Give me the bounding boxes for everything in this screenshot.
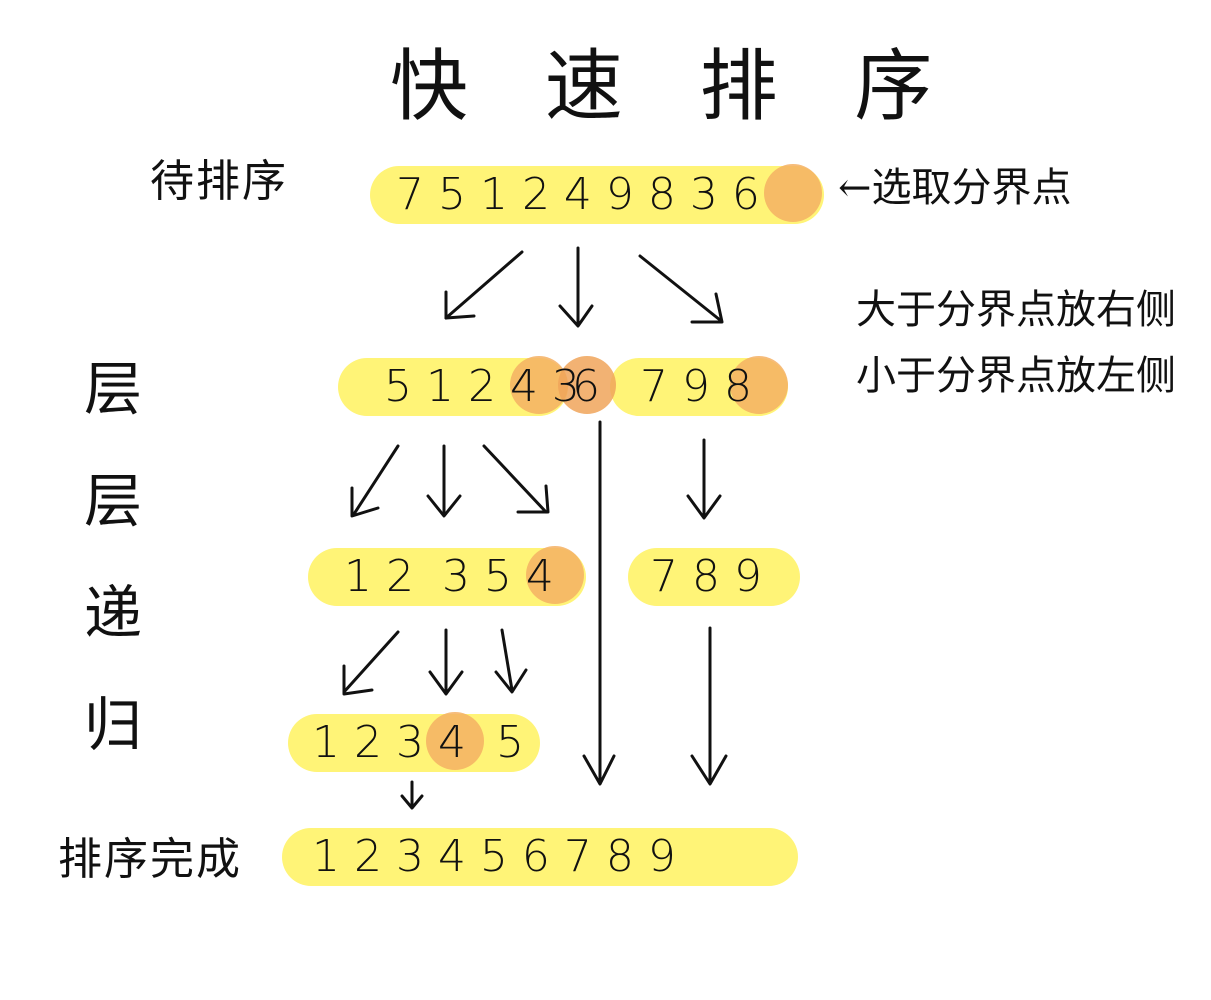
arrow-small-down xyxy=(400,780,424,810)
arrow-down-right-3 xyxy=(494,628,528,694)
arrow-long-6 xyxy=(582,420,616,786)
row-level3: 1 2 3 4 5 xyxy=(288,712,540,772)
arrow-down-2 xyxy=(426,444,462,518)
digits-789-level2: 7 8 9 xyxy=(650,551,762,602)
label-done: 排序完成 xyxy=(58,834,242,885)
vertical-char-4: 归 xyxy=(84,691,143,759)
digits-12354: 1 2 3 5 4 xyxy=(344,551,554,602)
note-choose-pivot: ←选取分界点 xyxy=(838,165,1072,211)
arrow-down xyxy=(558,246,594,328)
highlight-sorted xyxy=(282,828,798,886)
pivot-marker-8 xyxy=(730,356,788,414)
pivot-marker-4b xyxy=(426,712,484,770)
digits-pivot-6: 6 xyxy=(572,361,600,412)
note-rule-left: 小于分界点放左侧 xyxy=(856,353,1176,399)
arrow-down-left xyxy=(444,250,524,320)
digits-5: 5 xyxy=(496,717,524,768)
vertical-char-2: 层 xyxy=(84,467,143,535)
highlight-789-level2 xyxy=(628,548,800,606)
digits-4: 4 xyxy=(438,717,466,768)
digits-left-part: 5 1 2 4 3 xyxy=(384,361,580,412)
arrow-down-3 xyxy=(428,628,464,696)
diagram-title: 快 速 排 序 xyxy=(390,42,959,132)
vertical-char-3: 递 xyxy=(84,579,143,647)
note-rule-right: 大于分界点放右侧 xyxy=(856,287,1176,333)
row-level1: 5 1 2 4 3 6 7 9 8 xyxy=(338,356,788,416)
arrow-long-789 xyxy=(690,626,728,786)
pivot-marker-6b xyxy=(558,356,616,414)
arrow-down-right xyxy=(638,254,724,324)
highlight-unsorted xyxy=(370,166,824,224)
arrow-down-789 xyxy=(686,438,722,520)
row-unsorted: 7 5 1 2 4 9 8 3 6 xyxy=(370,164,824,224)
row-sorted: 1 2 3 4 5 6 7 8 9 xyxy=(282,828,798,886)
digits-123: 1 2 3 xyxy=(312,717,424,768)
pivot-marker-4 xyxy=(526,546,584,604)
label-unsorted: 待排序 xyxy=(150,156,288,207)
arrow-down-left-3 xyxy=(342,630,400,696)
arrow-down-left-2 xyxy=(350,444,400,518)
digits-unsorted: 7 5 1 2 4 9 8 3 6 xyxy=(396,169,760,220)
highlight-12345 xyxy=(288,714,540,772)
vertical-char-1: 层 xyxy=(84,355,143,423)
digits-right-part: 7 9 8 xyxy=(640,361,752,412)
arrow-down-right-2 xyxy=(482,444,550,514)
digits-sorted: 1 2 3 4 5 6 7 8 9 xyxy=(312,831,676,882)
pivot-marker-6 xyxy=(764,164,822,222)
label-recursion-vertical: 层 层 递 归 xyxy=(84,360,154,808)
row-level2: 1 2 3 5 4 7 8 9 xyxy=(308,546,800,606)
